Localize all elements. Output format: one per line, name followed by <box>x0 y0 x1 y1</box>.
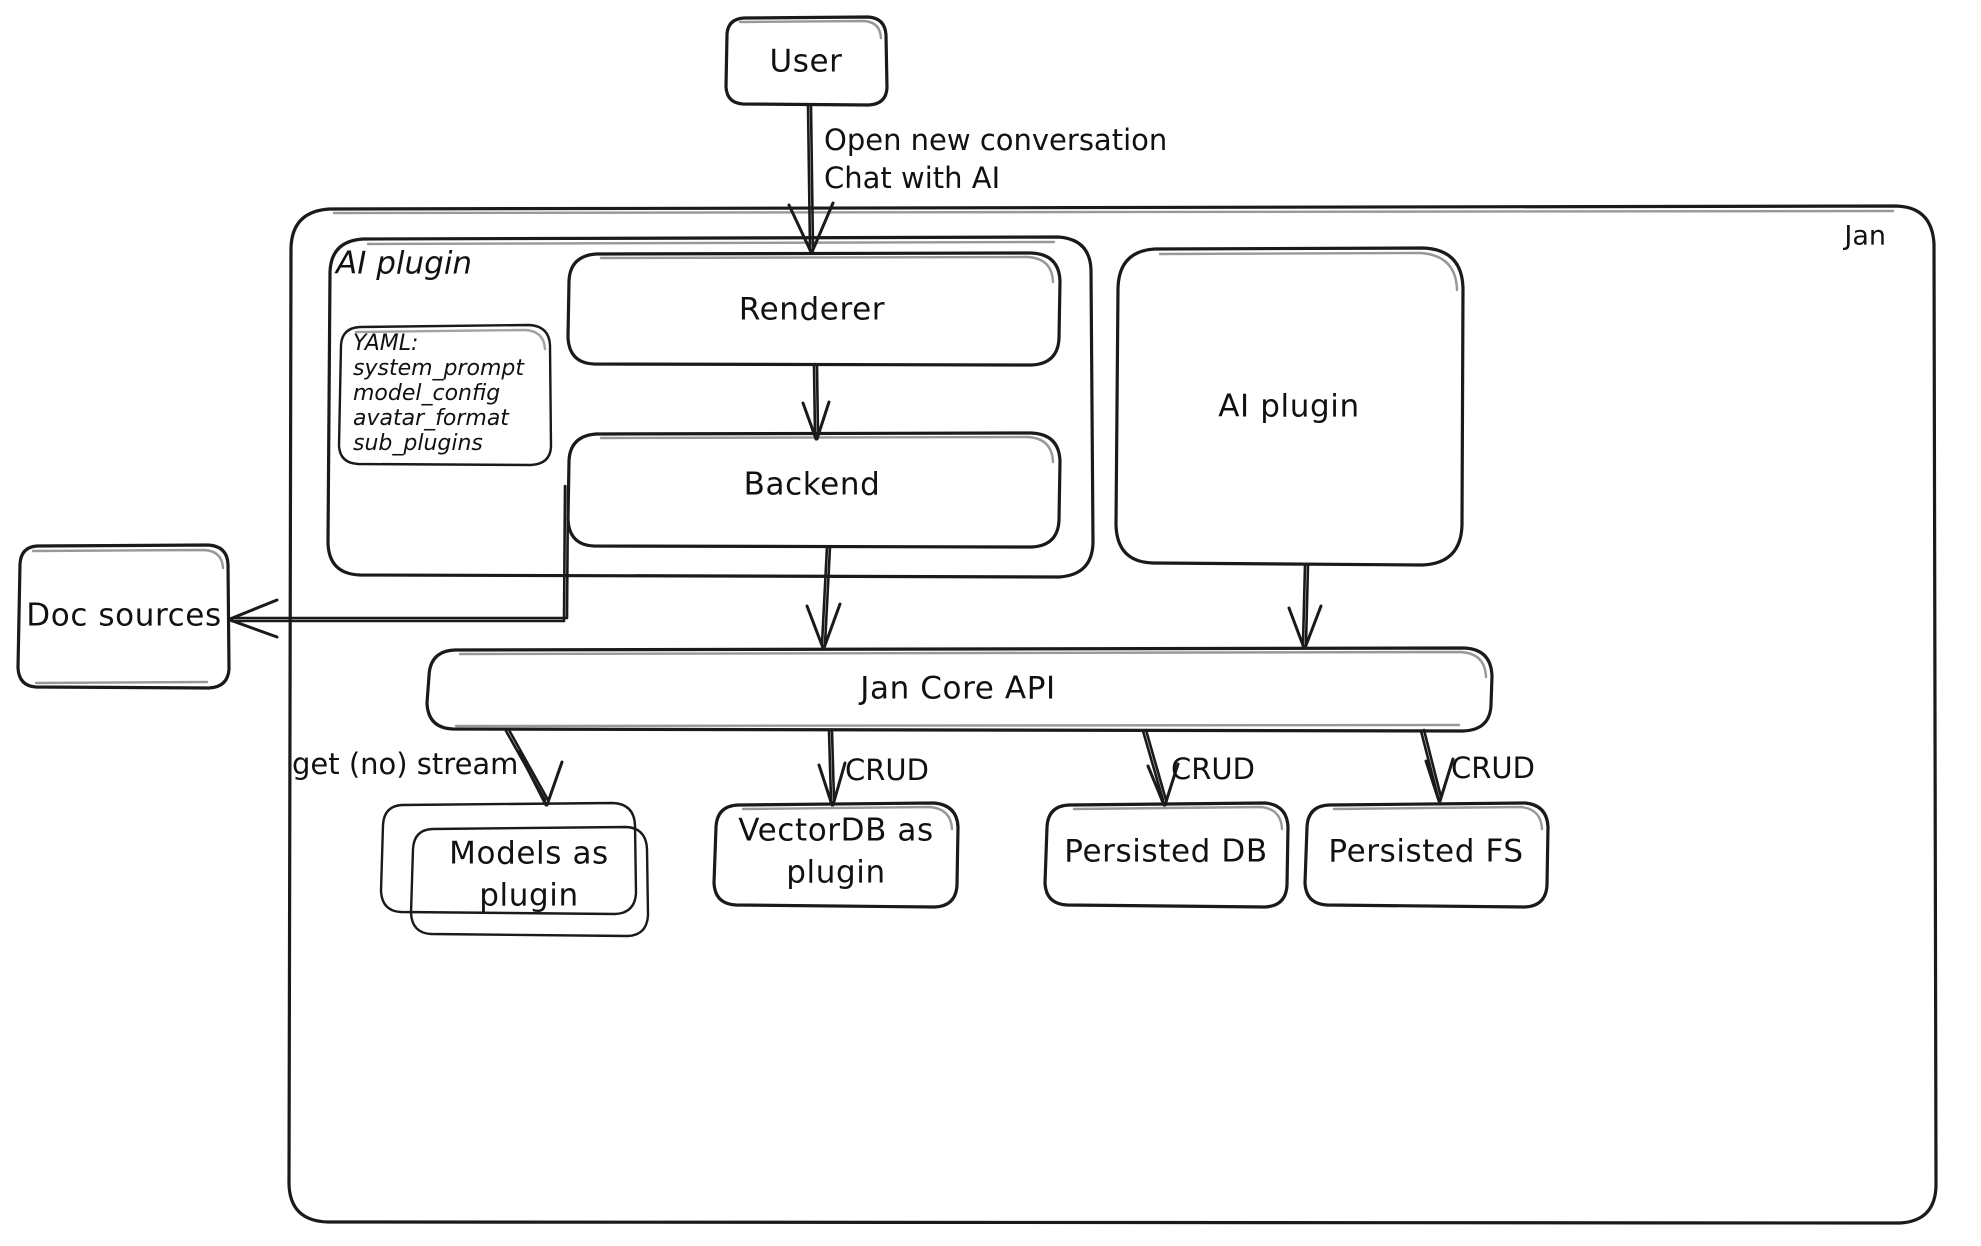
yaml-key-sub-plugins: sub_plugins <box>353 431 483 456</box>
yaml-header: YAML: <box>353 331 418 356</box>
edge-label-chat-with-ai: Chat with AI <box>824 161 1000 195</box>
edge-renderer-to-backend <box>801 363 831 441</box>
edge-user-to-renderer: Open new conversation Chat with AI <box>787 103 1167 254</box>
node-models-as-plugin-label-line1: Models as <box>449 836 609 872</box>
node-renderer-label: Renderer <box>739 292 885 328</box>
edge-backend-to-doc-sources <box>228 484 570 639</box>
node-persisted-fs-label: Persisted FS <box>1328 834 1523 870</box>
edge-label-crud-persisted-fs: CRUD <box>1451 751 1535 785</box>
container-ai-plugin-group: AI plugin <box>326 235 1095 579</box>
edge-backend-to-core-api <box>805 545 842 650</box>
node-backend[interactable]: Backend <box>566 431 1062 549</box>
node-user-label: User <box>769 44 842 80</box>
node-renderer[interactable]: Renderer <box>566 251 1062 367</box>
node-vectordb-as-plugin-label-line2: plugin <box>786 855 885 891</box>
edge-label-crud-persisted-db: CRUD <box>1171 752 1255 786</box>
edge-label-get-no-stream: get (no) stream <box>292 747 518 781</box>
edge-label-crud-vectordb: CRUD <box>845 753 929 787</box>
node-persisted-db[interactable]: Persisted DB <box>1043 801 1290 909</box>
card-yaml-config: YAML: system_prompt model_config avatar_… <box>337 323 553 467</box>
node-doc-sources[interactable]: Doc sources <box>16 543 231 690</box>
edge-core-api-to-persisted-db: CRUD <box>1141 728 1255 807</box>
edge-core-api-to-persisted-fs: CRUD <box>1419 728 1535 803</box>
node-models-as-plugin[interactable]: Models as plugin <box>379 801 650 938</box>
node-ai-plugin-right[interactable]: AI plugin <box>1114 246 1465 567</box>
node-jan-core-api-label: Jan Core API <box>858 671 1056 707</box>
container-ai-plugin-group-label: AI plugin <box>334 246 472 282</box>
yaml-key-system-prompt: system_prompt <box>353 356 525 381</box>
edge-label-open-new-conversation: Open new conversation <box>824 123 1167 157</box>
edge-ai-plugin-to-core-api <box>1287 563 1323 650</box>
edge-core-api-to-vectordb: CRUD <box>817 729 929 807</box>
yaml-key-avatar-format: avatar_format <box>353 406 510 431</box>
node-jan-core-api[interactable]: Jan Core API <box>425 646 1494 733</box>
node-persisted-fs[interactable]: Persisted FS <box>1303 801 1550 909</box>
node-vectordb-as-plugin[interactable]: VectorDB as plugin <box>712 801 960 909</box>
node-backend-label: Backend <box>744 467 881 503</box>
node-vectordb-as-plugin-label-line1: VectorDB as <box>738 813 934 849</box>
edge-core-api-to-models: get (no) stream <box>292 728 564 807</box>
yaml-key-model-config: model_config <box>353 381 500 406</box>
node-doc-sources-label: Doc sources <box>26 598 221 634</box>
node-ai-plugin-right-label: AI plugin <box>1218 389 1359 425</box>
container-jan-label: Jan <box>1842 221 1886 252</box>
node-persisted-db-label: Persisted DB <box>1064 834 1267 870</box>
container-jan: Jan <box>287 204 1938 1225</box>
node-models-as-plugin-label-line2: plugin <box>479 878 578 914</box>
node-user[interactable]: User <box>724 15 889 107</box>
